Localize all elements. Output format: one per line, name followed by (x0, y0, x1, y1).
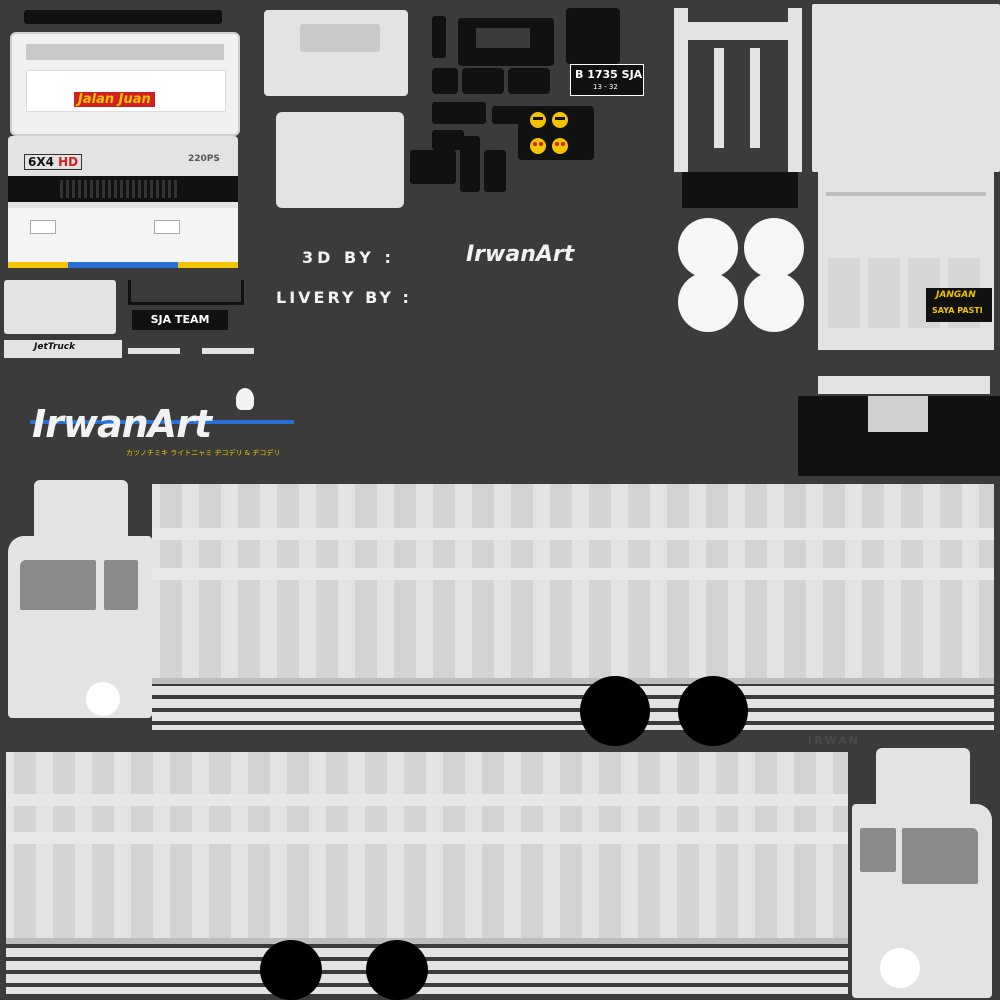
cab-window-rear-right (860, 828, 896, 872)
rear-tire-1 (580, 676, 650, 746)
author-logo-small: IrwanArt (466, 242, 575, 267)
cab-wheel-right (880, 948, 920, 988)
headlight-left (30, 220, 56, 234)
bumper-sticker-strip: JetTruck (4, 340, 122, 358)
rear-door (818, 172, 994, 350)
model-badge: 6X4 HD (24, 154, 83, 170)
cab-window-front-right (902, 828, 978, 884)
emoji-stickers (518, 106, 594, 160)
cab-side-right (876, 748, 970, 804)
grille-slots (60, 180, 180, 198)
front-windshield (10, 32, 240, 136)
brand-sticker: Jalan Juan (74, 92, 155, 107)
headlight-right (154, 220, 180, 234)
team-plate: SJA TEAM (132, 310, 228, 330)
roof-strip (24, 10, 222, 24)
livery-credit-label: LIVERY BY : (276, 288, 412, 307)
wheel-icon (744, 272, 804, 332)
cargo-body-lower (6, 752, 848, 940)
wheel-icon (678, 272, 738, 332)
rear-tire-4 (366, 940, 428, 1000)
heart-eyes-emoji-icon (552, 138, 568, 154)
artist-figure-icon (236, 388, 254, 410)
cab-side-left (34, 480, 128, 536)
rear-tire-2 (678, 676, 748, 746)
cab-window-rear (104, 560, 138, 610)
cab-window-front (20, 560, 96, 610)
rear-bumper (818, 376, 990, 394)
rear-tire-3 (260, 940, 322, 1000)
engine-badge: 220PS (188, 154, 220, 164)
mirror-parts (410, 8, 620, 192)
side-rails (152, 686, 994, 730)
cab-wheel (86, 682, 120, 716)
rear-frame (674, 8, 808, 208)
watermark: IRWAN (808, 734, 860, 747)
roof-panel-small (276, 112, 404, 208)
wheel-icon (744, 218, 804, 278)
side-view-upper (0, 480, 1000, 750)
license-plate: B 1735 SJA 13 - 32 (570, 64, 644, 96)
rear-warning-sticker: JANGAN SAYA PASTI (926, 288, 992, 322)
step-right (128, 280, 244, 305)
side-view-lower (0, 748, 1000, 1000)
cargo-body-upper (152, 484, 994, 680)
heart-eyes-emoji-icon (530, 138, 546, 154)
rear-box (812, 4, 1000, 172)
mudguard-left (4, 280, 116, 334)
model-credit-label: 3D BY : (302, 248, 395, 267)
wheel-icon (678, 218, 738, 278)
author-logo-large: IrwanArt カツノチミキ ライトニャミ ヂコデリ & ヂコデリ (30, 388, 310, 468)
front-cab: Jalan Juan 6X4 HD 220PS SJA TEAM JetTruc… (4, 8, 254, 358)
